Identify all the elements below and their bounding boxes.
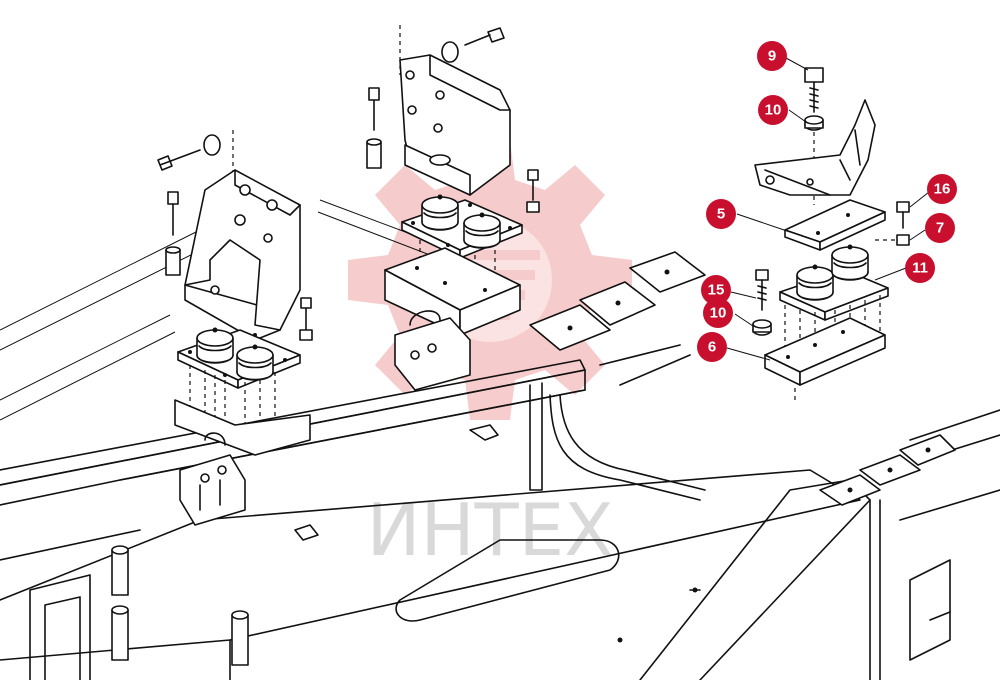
callout-11: 11 [905,253,935,283]
svg-text:9: 9 [768,48,776,65]
callout-15: 15 [701,275,731,305]
callout-16: 16 [927,174,957,204]
center-mount-assembly [366,25,540,391]
svg-text:10: 10 [710,305,727,322]
callout-7: 7 [925,213,955,243]
svg-text:10: 10 [765,102,782,119]
callout-6: 6 [697,332,727,362]
rubber-isolator [831,244,869,281]
left-mount-assembly [157,130,313,526]
watermark-text: ИНТЕХ [367,488,614,572]
callout-5: 5 [706,199,736,229]
chassis-frame [0,199,1000,680]
svg-text:7: 7 [936,220,944,237]
callout-9: 9 [757,41,787,71]
callout-10: 10 [703,298,733,328]
rubber-isolator [196,327,234,364]
leader-lines [726,57,930,361]
svg-text:16: 16 [934,181,951,198]
rubber-isolator [236,344,274,381]
svg-text:15: 15 [708,282,725,299]
svg-text:11: 11 [912,260,928,277]
hinged-strap [529,251,706,386]
rubber-isolator [463,212,501,249]
svg-text:6: 6 [708,339,716,356]
rubber-isolator [796,264,834,301]
callout-10: 10 [758,95,788,125]
right-mount-assembly [752,67,910,400]
svg-text:5: 5 [717,206,725,223]
rubber-isolator [421,194,459,231]
